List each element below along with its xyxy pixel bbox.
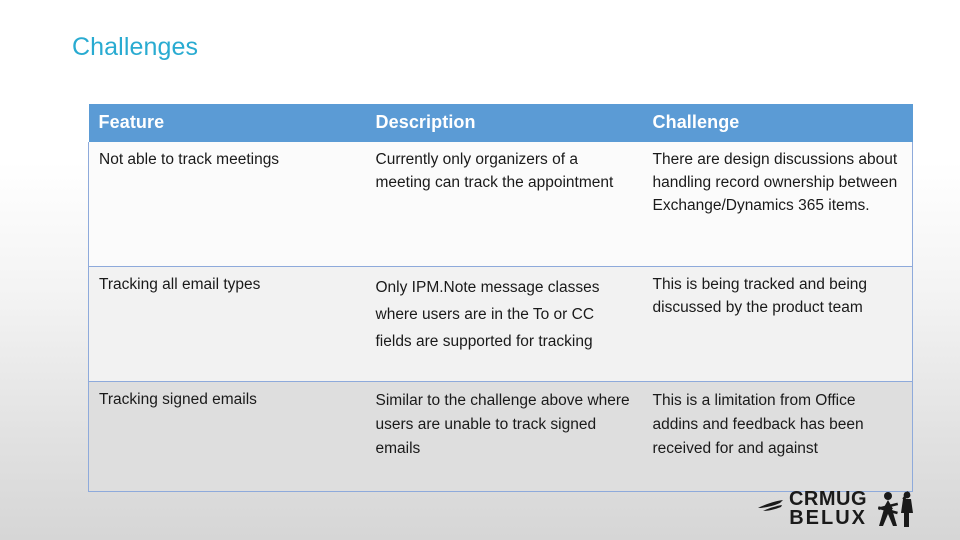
- column-header-challenge: Challenge: [642, 104, 913, 142]
- table-row: Tracking all email types Only IPM.Note m…: [88, 266, 913, 382]
- cell-challenge: There are design discussions about handl…: [642, 142, 913, 267]
- cell-feature: Tracking signed emails: [88, 381, 366, 492]
- crmug-belux-logo: CRMUG BELUX: [757, 486, 916, 532]
- table-row: Tracking signed emails Similar to the ch…: [88, 381, 913, 492]
- challenges-table-container: Feature Description Challenge Not able t…: [88, 104, 913, 492]
- column-header-feature: Feature: [88, 104, 366, 142]
- table-header: Feature Description Challenge: [88, 104, 913, 142]
- swoosh-icon: [757, 499, 783, 511]
- logo-wordmark: CRMUG BELUX: [788, 488, 867, 529]
- logo-line-2: BELUX: [789, 507, 867, 529]
- cell-feature: Not able to track meetings: [88, 142, 366, 267]
- belux-figure-icon: [877, 491, 913, 527]
- cell-description: Currently only organizers of a meeting c…: [365, 142, 643, 267]
- cell-challenge: This is being tracked and being discusse…: [642, 266, 913, 382]
- table-row: Not able to track meetings Currently onl…: [88, 142, 913, 267]
- column-header-description: Description: [365, 104, 643, 142]
- cell-feature: Tracking all email types: [88, 266, 366, 382]
- challenges-table: Feature Description Challenge Not able t…: [88, 104, 913, 492]
- page-title: Challenges: [72, 33, 199, 61]
- cell-description: Similar to the challenge above where use…: [365, 381, 643, 492]
- logo-line-1: CRMUG: [788, 488, 867, 510]
- table-header-row: Feature Description Challenge: [88, 104, 913, 142]
- cell-description: Only IPM.Note message classes where user…: [365, 266, 643, 382]
- cell-challenge: This is a limitation from Office addins …: [642, 381, 913, 492]
- table-body: Not able to track meetings Currently onl…: [88, 142, 913, 492]
